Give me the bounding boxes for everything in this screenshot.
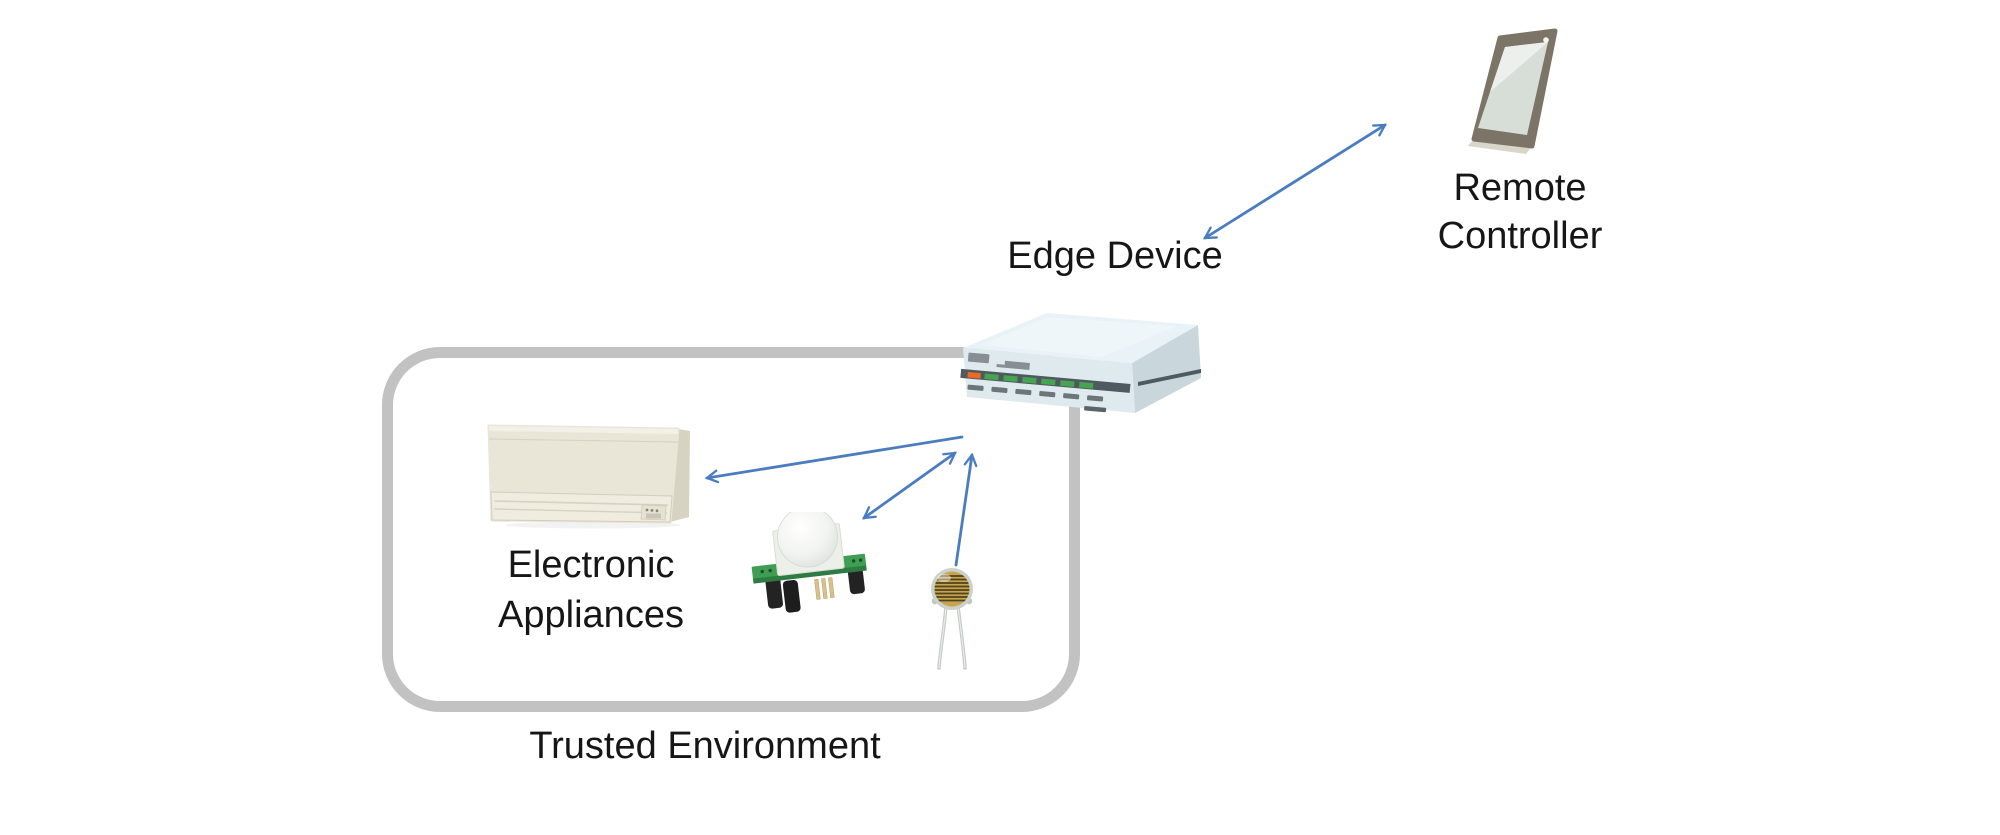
router-vent-dashes xyxy=(967,384,1104,402)
electronic-appliances-label-line2: Appliances xyxy=(498,594,684,636)
router-led-orange xyxy=(967,372,981,379)
trusted-environment-label-text: Trusted Environment xyxy=(529,725,881,767)
electronic-appliances-label: Electronic Appliances xyxy=(460,540,722,640)
edge-device-label: Edge Device xyxy=(975,232,1255,280)
router-front-panel xyxy=(960,352,1131,413)
air-conditioner-icon xyxy=(483,418,698,530)
arrow-edge-device-remote-controller xyxy=(1203,123,1387,240)
pir-motion-sensor-icon xyxy=(748,506,873,627)
smartphone-icon xyxy=(1460,26,1565,161)
router-led-green-strip xyxy=(984,373,1094,389)
router-box-icon xyxy=(952,305,1207,417)
remote-controller-label-line2: Controller xyxy=(1437,215,1603,257)
edge-device-label-text: Edge Device xyxy=(1007,235,1223,277)
remote-controller-label-line1: Remote xyxy=(1453,167,1587,209)
photoresistor-icon xyxy=(918,556,993,681)
remote-controller-label: Remote Controller xyxy=(1400,164,1640,260)
trusted-environment-boundary xyxy=(382,347,1080,712)
electronic-appliances-label-line1: Electronic xyxy=(507,544,675,586)
trusted-environment-label: Trusted Environment xyxy=(480,722,930,770)
